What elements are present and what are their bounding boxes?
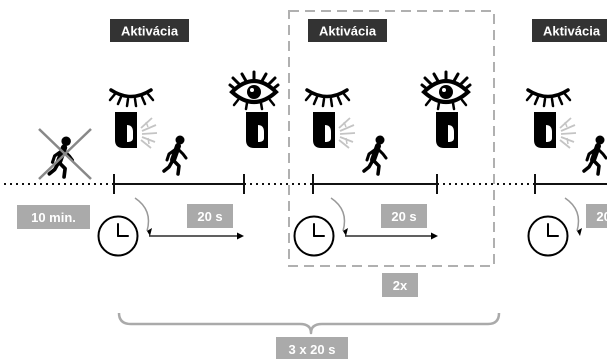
walking-person-icon	[364, 136, 386, 175]
closed-eye-icon	[108, 88, 155, 108]
total-label: 3 x 20 s	[289, 342, 336, 357]
crossed-out-walking-person-icon	[38, 128, 92, 179]
interval-label: 20 s	[391, 209, 416, 224]
interval-label: 20 s	[596, 209, 607, 224]
repeat-label: 2x	[393, 278, 408, 293]
closed-eye-icon	[525, 88, 572, 108]
motion-sensor-icon	[436, 112, 458, 148]
sensor-wave-icon	[559, 117, 577, 149]
closed-eye-icon	[304, 88, 351, 108]
motion-sensor-icon	[246, 112, 268, 148]
activation-label: Aktivácia	[121, 24, 179, 39]
open-eye-icon	[228, 70, 280, 111]
motion-sensor-icon	[534, 112, 556, 148]
sensor-wave-icon	[338, 117, 356, 149]
interval-arrow	[345, 232, 438, 240]
total-brace	[117, 312, 501, 335]
motion-sensor-icon	[115, 112, 137, 148]
timeline	[4, 174, 607, 194]
repeat-dashed-box	[288, 10, 495, 267]
sensor-wave-icon	[140, 117, 158, 149]
delay-label: 10 min.	[31, 210, 76, 225]
interval-arrow	[149, 232, 244, 240]
walking-person-icon	[584, 136, 606, 175]
open-eye-icon	[420, 70, 472, 111]
clock-icon	[293, 197, 348, 257]
activation-label: Aktivácia	[319, 24, 377, 39]
interval-label: 20 s	[197, 209, 222, 224]
activation-label: Aktivácia	[543, 24, 601, 39]
clock-icon	[97, 197, 152, 257]
clock-icon	[527, 197, 582, 257]
walking-person-icon	[164, 136, 186, 175]
motion-sensor-icon	[313, 112, 335, 148]
